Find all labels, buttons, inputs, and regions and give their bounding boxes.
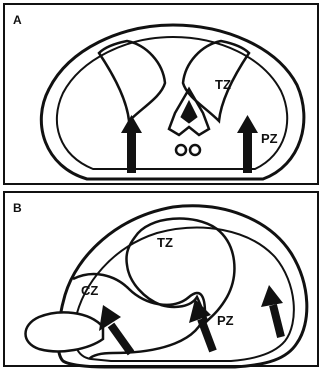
label-cz-b: CZ bbox=[81, 283, 98, 298]
label-pz-a: PZ bbox=[261, 131, 278, 146]
panel-b: B TZ CZ bbox=[3, 191, 319, 367]
label-tz-a: TZ bbox=[215, 77, 231, 92]
arrow-2-b bbox=[189, 299, 213, 351]
seminal-vesicle bbox=[26, 312, 104, 351]
transition-zone-b bbox=[126, 219, 234, 321]
ejaculatory-duct-right bbox=[190, 145, 200, 155]
prostate-inner-outline bbox=[57, 37, 287, 169]
arrow-left-a bbox=[121, 115, 142, 173]
arrow-right-a bbox=[237, 115, 258, 173]
panel-b-diagram bbox=[5, 193, 321, 369]
label-pz-b: PZ bbox=[217, 313, 234, 328]
panel-a-diagram bbox=[5, 5, 321, 187]
label-tz-b: TZ bbox=[157, 235, 173, 250]
ejaculatory-duct-left bbox=[176, 145, 186, 155]
prostate-inner-outline-b bbox=[74, 228, 294, 361]
panel-a: A TZ PZ bbox=[3, 3, 319, 185]
transition-zone-left-lobe bbox=[99, 41, 165, 121]
arrow-3-b bbox=[261, 285, 283, 337]
prostate-outer-outline bbox=[41, 25, 304, 179]
